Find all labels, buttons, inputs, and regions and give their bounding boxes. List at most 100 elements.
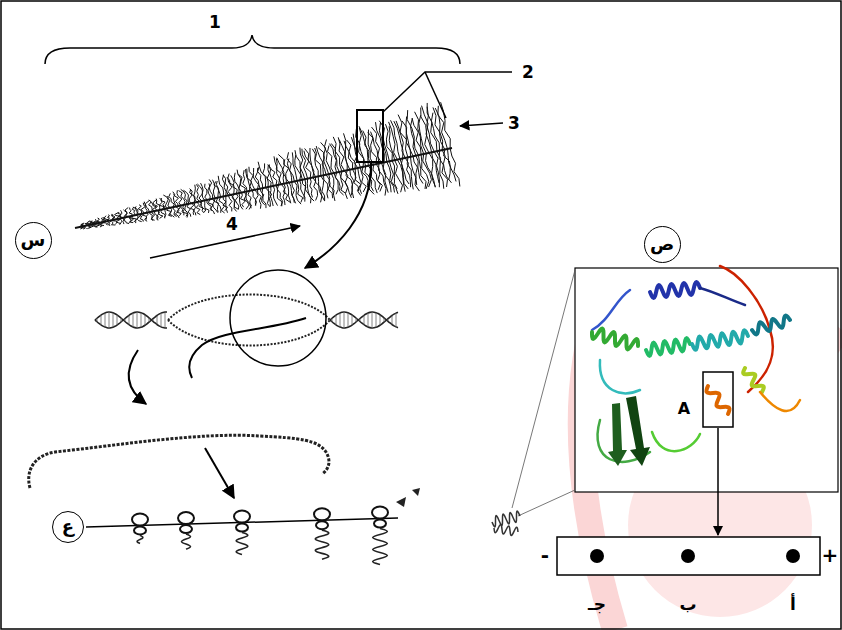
tree-fibril <box>281 184 285 205</box>
selection-box <box>357 110 383 162</box>
tree-fibril <box>389 161 398 194</box>
tree-fibril <box>173 192 176 207</box>
direction-arrow <box>150 226 300 258</box>
tree-fibril <box>129 208 132 217</box>
tree-fibril <box>113 220 116 225</box>
tree-fibril <box>205 184 208 200</box>
tree-fibril <box>183 190 188 204</box>
dna-strand <box>95 312 167 328</box>
base-pair <box>141 313 142 328</box>
tree-fibril <box>283 184 290 203</box>
gel-strip <box>557 537 820 575</box>
polypeptide-chain <box>137 535 143 543</box>
ribosome-small <box>316 521 328 529</box>
tree-fibril <box>278 154 286 183</box>
tree-fibril <box>146 213 148 222</box>
tree-fibril <box>187 204 191 217</box>
tree-fibril <box>421 155 429 189</box>
dna-strand <box>330 312 398 328</box>
tree-fibril <box>371 132 379 164</box>
tree-fibril <box>246 192 252 210</box>
ribosome-small <box>134 526 146 534</box>
base-pair <box>348 313 349 328</box>
base-pair <box>121 318 122 322</box>
tree-fibril <box>161 198 165 209</box>
tree-fibril <box>415 112 424 154</box>
tree-fibril <box>413 156 417 185</box>
rna-transcript <box>189 318 306 378</box>
tree-fibril <box>368 132 377 164</box>
tree-fibril <box>201 183 205 200</box>
base-pair <box>157 315 158 324</box>
ribosome-small <box>374 520 386 528</box>
tree-fibril <box>96 218 99 223</box>
polysome <box>86 488 420 565</box>
tree-fibril <box>112 214 115 220</box>
ribosome-large <box>132 513 148 525</box>
callout-number: 1 <box>209 13 221 32</box>
base-pair <box>332 318 333 322</box>
tree-fibril <box>109 221 111 226</box>
tree-fibril <box>346 170 352 195</box>
tree-fibril <box>196 202 200 215</box>
tree-fibril <box>300 180 305 201</box>
tree-fibril <box>316 146 323 175</box>
tree-fibril <box>307 179 314 201</box>
tree-fibril <box>426 153 436 186</box>
ribosome-large <box>314 508 330 520</box>
polypeptide-chain <box>315 530 328 559</box>
circled-letter: س <box>15 222 52 259</box>
tree-fibril <box>350 170 354 198</box>
base-pair <box>101 315 102 325</box>
tree-fibril <box>228 195 232 211</box>
ribbon-segment <box>706 386 729 414</box>
released-fragment <box>412 488 420 496</box>
step-arrow <box>205 448 234 498</box>
tree-fibril <box>269 164 277 185</box>
pointer-arrow <box>460 123 503 126</box>
ribbon-segment <box>592 290 630 330</box>
base-pair <box>388 319 389 322</box>
pointer-arrow <box>717 428 719 535</box>
tree-fibril <box>262 188 266 208</box>
node-text: س <box>21 230 46 250</box>
highlight-box <box>703 372 733 427</box>
base-pair <box>137 312 138 328</box>
tree-fibril <box>145 201 149 213</box>
base-pair <box>392 315 393 324</box>
transcription-tree <box>75 102 460 229</box>
ribbon-segment <box>652 432 700 451</box>
tree-fibril <box>277 185 282 206</box>
base-pair <box>105 313 106 327</box>
tree-fibril <box>209 179 212 198</box>
leader-line <box>383 72 512 112</box>
ribosome-small <box>236 524 248 532</box>
tree-fibril <box>376 164 382 191</box>
tree-fibril <box>151 212 155 221</box>
callout-number: 3 <box>508 114 520 133</box>
pole-sign: + <box>822 544 839 566</box>
ribbon-segment <box>760 392 800 411</box>
protein-blob <box>494 525 518 536</box>
node-text: ع <box>62 517 74 537</box>
base-pair <box>161 313 162 327</box>
base-pair <box>109 312 110 328</box>
tree-fibril <box>120 218 122 224</box>
tree-fibril <box>194 185 197 202</box>
tree-fibril <box>232 194 238 209</box>
base-pair <box>380 315 381 326</box>
tree-fibril <box>432 152 439 183</box>
tree-fibril <box>355 169 361 196</box>
tree-fibril <box>81 223 84 226</box>
zoom-arrow <box>305 163 371 268</box>
tree-fibril <box>429 153 435 187</box>
zoom-line <box>518 490 575 516</box>
ribbon-segment <box>646 338 690 356</box>
base-pair <box>125 318 126 321</box>
tree-fibril <box>135 206 139 214</box>
tree-fibril <box>312 149 318 177</box>
open-strand <box>168 295 330 321</box>
tree-fibril <box>165 209 166 218</box>
tree-fibril <box>107 221 110 225</box>
